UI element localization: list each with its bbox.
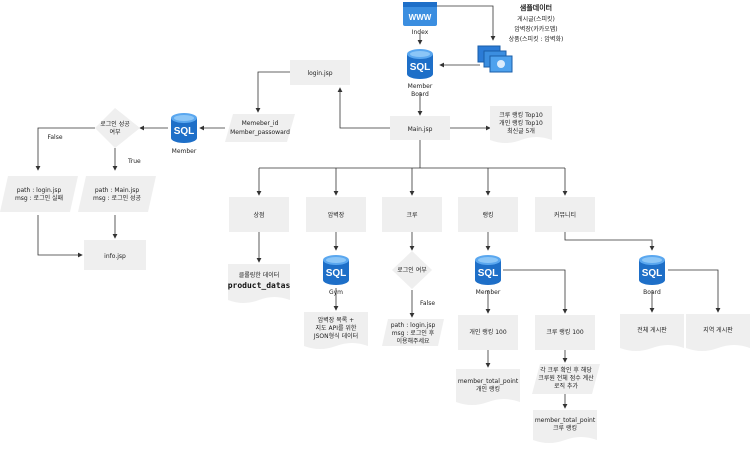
path-ok-line1: path : Main.jsp	[95, 187, 140, 194]
info-jsp-label: info.jsp	[104, 253, 126, 260]
index-label: Index	[412, 29, 429, 36]
svg-text:SQL: SQL	[478, 268, 499, 279]
ranking-label: 랭킹	[482, 212, 493, 219]
svg-text:SQL: SQL	[410, 62, 431, 73]
gym-box	[306, 197, 366, 232]
svg-text:WWW: WWW	[409, 13, 432, 22]
personal-doc-line2: 개인 랭킹	[476, 385, 500, 393]
sample-line1: 게시글(스피킷)	[517, 15, 555, 23]
region-board-label: 지역 게시판	[703, 326, 733, 334]
svg-text:SQL: SQL	[326, 268, 347, 279]
crew-doc-line2: 크루 랭킹	[553, 425, 577, 432]
personal-ranking-box	[458, 315, 518, 350]
path-fail-line1: path : login.jsp	[17, 187, 62, 194]
shop-doc-line1: 클롤링한 데이터	[239, 271, 280, 279]
gym-doc	[304, 312, 368, 349]
gym-doc-line1: 암벽장 목록 +	[318, 316, 354, 324]
member-board-db-icon: SQL	[407, 49, 433, 79]
crew-ranking-box	[535, 315, 595, 350]
crew-check-label: 로그인 여부	[397, 266, 427, 274]
index-www-icon: WWW	[403, 2, 437, 26]
crew-path-line3: 이용해주세요	[396, 337, 430, 345]
crew-false-label: False	[420, 300, 435, 307]
shop-doc	[228, 264, 290, 303]
svg-text:SQL: SQL	[642, 268, 663, 279]
main-doc	[490, 106, 552, 143]
login-check-line2: 여부	[109, 128, 121, 136]
gym-label: 암벽장	[328, 211, 345, 219]
member-fields-line1: Memeber_id	[242, 120, 279, 127]
board-db-label: Board	[643, 289, 661, 296]
sample-title: 샘플데이터	[520, 3, 552, 12]
shop-label: 상점	[253, 211, 264, 219]
gym-doc-line2: 지도 API를 위한	[316, 324, 357, 332]
crew-doc-line1: member_total_point	[535, 417, 596, 424]
region-board-doc	[686, 314, 750, 351]
community-label: 커뮤니티	[554, 211, 576, 219]
connectors	[35, 5, 721, 409]
main-jsp-box	[390, 116, 450, 140]
member-fields-box	[225, 114, 295, 142]
main-doc-line1: 크루 랭킹 Top10	[499, 112, 543, 119]
login-check-diamond	[95, 108, 140, 148]
crew-calc-line3: 로직 추가	[554, 382, 578, 390]
sample-data-text: 샘플데이터 게시글(스피킷) 암벽장(카카오맵) 상품(스피킷 : 암벽화)	[509, 3, 564, 43]
monitors-icon	[477, 45, 513, 73]
info-jsp-box	[84, 240, 146, 270]
crew-ranking-label: 크루 랭킹 100	[546, 329, 584, 336]
personal-ranking-doc	[456, 369, 520, 405]
ranking-box	[458, 197, 518, 232]
ranking-db-label: Member	[476, 289, 501, 296]
sample-line3: 상품(스피킷 : 암벽화)	[509, 35, 564, 43]
path-fail-line2: msg : 로그인 실패	[15, 194, 63, 202]
all-board-doc	[620, 314, 684, 351]
db-label-board: Board	[411, 91, 429, 98]
shop-doc-line2: product_datas	[228, 281, 291, 290]
personal-ranking-label: 개인 랭킹 100	[469, 328, 507, 336]
svg-text:SQL: SQL	[174, 126, 195, 137]
personal-doc-line1: member_total_point	[458, 378, 519, 385]
login-jsp-box	[290, 60, 350, 85]
crew-path-line1: path : login.jsp	[391, 322, 436, 329]
member-db-label: Member	[172, 148, 197, 155]
member-db-icon: SQL	[171, 113, 197, 143]
crew-login-check-diamond	[392, 251, 432, 289]
member-fields-line2: Member_passoward	[230, 129, 290, 136]
crew-ranking-doc	[533, 410, 597, 443]
main-doc-line3: 최신글 5개	[507, 127, 535, 135]
crew-path-box	[382, 319, 444, 346]
ranking-db-icon: SQL	[475, 255, 501, 285]
community-box	[535, 197, 595, 232]
board-db-icon: SQL	[639, 255, 665, 285]
crew-calc-line1: 각 크루 확인 후 해당	[540, 366, 592, 374]
gym-db-icon: SQL	[323, 255, 349, 285]
login-jsp-label: login.jsp	[307, 70, 332, 77]
login-check-line1: 로그인 성공	[100, 120, 130, 128]
path-fail-box	[0, 176, 78, 212]
shop-box	[229, 197, 289, 232]
gym-db-label: Gym	[329, 289, 343, 296]
all-board-label: 전체 게시판	[637, 326, 667, 334]
crew-path-line2: msg : 로그인 후	[392, 329, 435, 337]
false-label: False	[47, 134, 62, 141]
sample-line2: 암벽장(카카오맵)	[514, 25, 557, 33]
crew-calc-line2: 크루원 전체 점수 계산	[538, 374, 594, 382]
main-jsp-label: Main.jsp	[408, 126, 433, 133]
main-doc-line2: 개인 랭킹 Top10	[499, 119, 543, 127]
db-label-member: Member	[408, 83, 433, 90]
path-ok-line2: msg : 로그인 성공	[93, 194, 142, 202]
true-label: True	[127, 158, 141, 165]
crew-box	[382, 197, 442, 232]
gym-doc-line3: JSON형식 데이터	[313, 332, 358, 340]
crew-label: 크루	[406, 212, 418, 219]
crew-calc-box	[532, 364, 600, 394]
path-ok-box	[78, 176, 156, 212]
